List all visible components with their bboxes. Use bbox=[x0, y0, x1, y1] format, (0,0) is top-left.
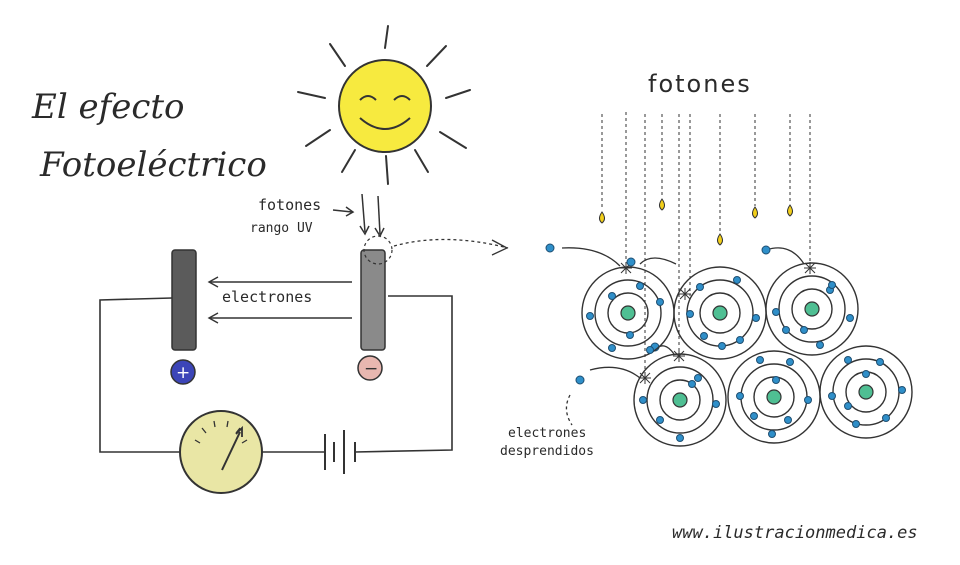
website-url: www.ilustracionmedica.es bbox=[672, 523, 918, 543]
ejected-electrons bbox=[545, 243, 771, 385]
zoom-dashed-arrow bbox=[393, 238, 509, 256]
atom bbox=[727, 350, 821, 444]
uv-photon-arrows bbox=[332, 193, 385, 238]
label-rango-uv: rango UV bbox=[250, 221, 313, 236]
negative-terminal-icon: − bbox=[357, 355, 383, 381]
label-fotones-right: fotones bbox=[648, 70, 752, 98]
atom bbox=[819, 345, 913, 439]
atom bbox=[581, 266, 675, 360]
atom bbox=[633, 353, 727, 447]
positive-plate bbox=[171, 249, 197, 351]
label-electrones-desprendidos-1: electrones bbox=[508, 426, 586, 441]
circuit-wires bbox=[99, 295, 453, 453]
electron-flow-arrows bbox=[207, 276, 352, 324]
positive-terminal-icon: + bbox=[170, 359, 196, 385]
atom bbox=[673, 266, 767, 360]
photon-lines bbox=[601, 112, 811, 380]
minus-sign: − bbox=[364, 359, 378, 379]
plus-sign: + bbox=[176, 363, 190, 383]
atom bbox=[765, 262, 859, 356]
sun-icon bbox=[297, 25, 471, 185]
impact-stars bbox=[620, 262, 816, 384]
photon-drops bbox=[599, 198, 793, 246]
label-electrones-desprendidos-2: desprendidos bbox=[500, 444, 594, 459]
battery-icon bbox=[324, 430, 356, 474]
title-line-1: El efecto bbox=[31, 87, 185, 127]
meter-icon bbox=[179, 410, 263, 494]
negative-plate bbox=[360, 235, 393, 351]
label-fotones: fotones bbox=[258, 196, 321, 214]
label-electrones: electrones bbox=[222, 288, 312, 306]
title-line-2: Fotoeléctrico bbox=[39, 145, 267, 185]
